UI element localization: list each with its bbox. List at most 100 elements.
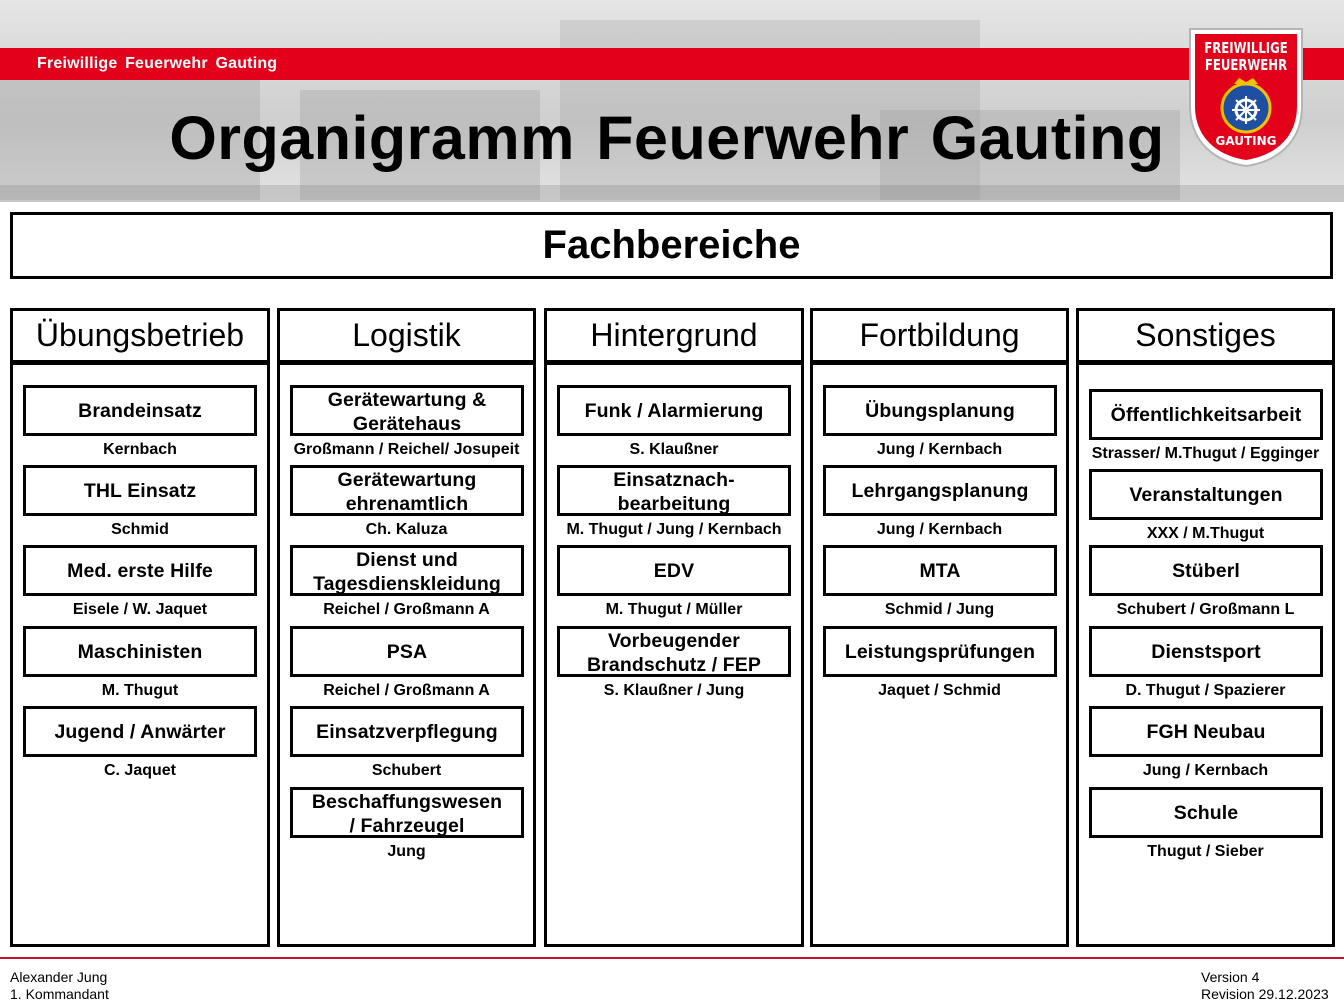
org-unit-label-line: THL Einsatz: [83, 479, 197, 502]
column-header: Fortbildung: [810, 308, 1069, 363]
org-unit-box: Brandeinsatz: [23, 385, 257, 436]
responsible-person: M. Thugut / Müller: [605, 601, 743, 618]
fire-brigade-logo: FREIWILLIGE FEUERWEHR GAUTING: [1187, 26, 1305, 168]
org-unit-label: Veranstaltungen: [1129, 483, 1282, 507]
org-unit-label: PSA: [387, 640, 427, 664]
org-unit-label: Maschinisten: [78, 640, 203, 664]
responsible-person: Reichel / Großmann A: [323, 601, 490, 618]
org-unit-label: Öffentlichkeitsarbeit: [1111, 403, 1302, 427]
responsible-person: Strasser/ M.Thugut / Egginger: [1091, 445, 1320, 462]
page-title: Organigramm Feuerwehr Gauting: [169, 104, 1165, 172]
responsible-person: Jung / Kernbach: [1142, 762, 1269, 779]
responsible-person: Reichel / Großmann A: [323, 682, 490, 699]
org-unit-label: FGH Neubau: [1146, 720, 1265, 744]
org-unit-label-line: FGH Neubau: [1146, 720, 1266, 743]
org-unit-box: Beschaffungswesen/ Fahrzeugel: [290, 787, 524, 838]
responsible-person: S. Klaußner / Jung: [603, 682, 745, 699]
org-unit-label-line: Tagesdienskleidung: [313, 573, 501, 595]
org-unit-label-line: Funk / Alarmierung: [584, 399, 764, 422]
responsible-person: Schubert / Großmann L: [1116, 601, 1295, 618]
org-unit-box: Stüberl: [1089, 545, 1323, 596]
responsible-person: Ch. Kaluza: [365, 521, 448, 538]
org-unit-label-line: Lehrgangsplanung: [851, 479, 1029, 502]
footer-role: 1. Kommandant: [10, 986, 109, 1002]
responsible-person: M. Thugut / Jung / Kernbach: [566, 521, 782, 538]
org-unit-box: Einsatznach-bearbeitung: [557, 465, 791, 516]
footer-version: Version 4: [1201, 969, 1260, 985]
column-header: Sonstiges: [1076, 308, 1335, 363]
org-unit-box: Schule: [1089, 787, 1323, 838]
brand-name: Freiwillige Feuerwehr Gauting: [37, 55, 278, 72]
org-unit-label: Übungsplanung: [865, 399, 1015, 423]
responsible-person: Jung / Kernbach: [876, 441, 1003, 458]
org-unit-label-line: Vorbeugender: [608, 630, 740, 652]
org-unit-label: Brandeinsatz: [78, 399, 202, 423]
responsible-person: Jung / Kernbach: [876, 521, 1003, 538]
org-unit-label: Einsatzverpflegung: [316, 720, 498, 744]
column-header: Übungsbetrieb: [10, 308, 270, 363]
org-unit-box: THL Einsatz: [23, 465, 257, 516]
org-unit-label-line: ehrenamtlich: [345, 493, 469, 515]
responsible-person: Jung: [387, 843, 426, 860]
responsible-person: C. Jaquet: [103, 762, 176, 779]
org-unit-box: Jugend / Anwärter: [23, 706, 257, 757]
responsible-person: S. Klaußner: [629, 441, 719, 458]
org-unit-label: MTA: [919, 559, 960, 583]
org-unit-label-line: Einsatzverpflegung: [316, 720, 498, 743]
org-unit-box: Übungsplanung: [823, 385, 1057, 436]
org-unit-label: Jugend / Anwärter: [54, 720, 225, 744]
org-unit-label-line: MTA: [919, 559, 961, 582]
org-unit-box: EDV: [557, 545, 791, 596]
org-unit-label: THL Einsatz: [84, 479, 196, 503]
responsible-person: Schmid: [111, 521, 169, 538]
responsible-person: XXX / M.Thugut: [1146, 525, 1265, 542]
org-unit-box: Gerätewartung &Gerätehaus: [290, 385, 524, 436]
responsible-person: Schmid / Jung: [884, 601, 995, 618]
responsible-person: Thugut / Sieber: [1147, 843, 1264, 860]
org-unit-label: Leistungsprüfungen: [845, 640, 1035, 664]
org-unit-label: Schule: [1174, 801, 1239, 825]
org-unit-label-line: Gerätewartung &: [327, 389, 487, 411]
org-unit-label-line: Öffentlichkeitsarbeit: [1110, 403, 1302, 426]
org-unit-box: Med. erste Hilfe: [23, 545, 257, 596]
org-unit-label: Gerätewartung &Gerätehaus: [327, 388, 487, 433]
org-unit-label-line: Übungsplanung: [865, 399, 1015, 422]
org-unit-box: PSA: [290, 626, 524, 677]
org-unit-label: Med. erste Hilfe: [67, 559, 213, 583]
org-unit-label-line: Dienstsport: [1151, 640, 1261, 663]
org-unit-label-line: Veranstaltungen: [1129, 483, 1283, 506]
footer-author: Alexander Jung: [10, 969, 108, 985]
org-unit-box: Einsatzverpflegung: [290, 706, 524, 757]
org-unit-label-line: / Fahrzeugel: [349, 815, 465, 837]
column-header: Logistik: [277, 308, 536, 363]
responsible-person: Großmann / Reichel/ Josupeit: [293, 441, 520, 458]
org-unit-box: Funk / Alarmierung: [557, 385, 791, 436]
org-unit-label-line: Stüberl: [1172, 559, 1240, 582]
org-unit-box: Lehrgangsplanung: [823, 465, 1057, 516]
org-unit-label-line: Leistungsprüfungen: [844, 640, 1036, 663]
shield-icon: [1189, 28, 1303, 168]
org-unit-label-line: Med. erste Hilfe: [67, 559, 213, 582]
org-unit-label-line: EDV: [653, 559, 695, 582]
org-unit-label-line: Maschinisten: [77, 640, 203, 663]
org-unit-box: Maschinisten: [23, 626, 257, 677]
org-unit-box: MTA: [823, 545, 1057, 596]
org-unit-box: Leistungsprüfungen: [823, 626, 1057, 677]
org-unit-label-line: PSA: [386, 640, 428, 663]
column-header: Hintergrund: [544, 308, 804, 363]
org-unit-label-line: Einsatznach-: [613, 469, 735, 491]
org-unit-label: EDV: [654, 559, 694, 583]
org-unit-label-line: Brandeinsatz: [78, 399, 202, 422]
org-unit-label: Stüberl: [1172, 559, 1240, 583]
org-unit-label-line: Gerätewartung: [337, 469, 477, 491]
responsible-person: M. Thugut: [101, 682, 179, 699]
footer-revision: Revision 29.12.2023: [1201, 986, 1329, 1002]
logo-arc-text: GAUTING: [1215, 134, 1277, 148]
org-unit-label: Funk / Alarmierung: [585, 399, 764, 423]
